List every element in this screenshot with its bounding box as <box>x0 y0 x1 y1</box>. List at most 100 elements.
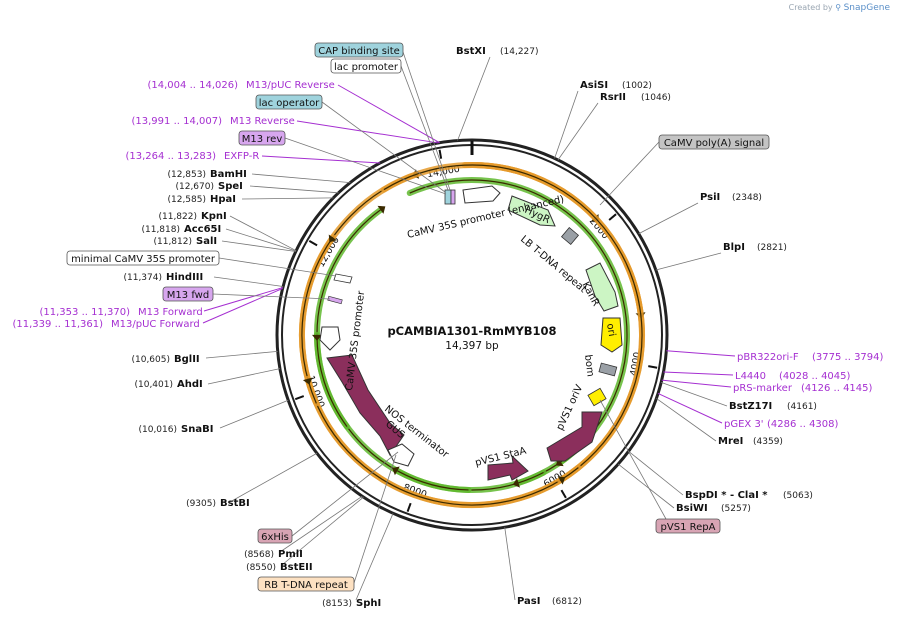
site-name: SnaBI <box>181 424 213 435</box>
site-name: BlpI <box>723 242 745 253</box>
site-label[interactable]: (8550)BstEII <box>246 562 313 573</box>
site-position: (1002) <box>622 81 652 91</box>
feature-box-bg <box>658 134 770 150</box>
site-label[interactable]: PsiI(2348) <box>700 192 762 203</box>
primer-label[interactable]: (14,004 .. 14,026)M13/pUC Reverse <box>148 80 335 91</box>
feature-arc-arrowhead <box>328 234 337 243</box>
site-leader-line <box>225 228 297 252</box>
site-label[interactable]: AsiSI (1002) <box>580 80 652 91</box>
ring-tick-mark <box>406 502 412 512</box>
site-position: (11,818) <box>141 225 180 235</box>
site-position: (10,016) <box>138 425 177 435</box>
feature-leader-line <box>400 65 449 191</box>
feature-leader-line <box>212 293 331 300</box>
site-leader-line <box>249 185 339 194</box>
site-label[interactable]: (11,818)Acc65I <box>141 224 221 235</box>
site-label[interactable]: (11,822)KpnI <box>158 211 226 222</box>
site-position: (4359) <box>753 437 783 447</box>
site-name: SpeI <box>218 181 243 192</box>
hygr-arrow <box>507 195 556 227</box>
feature-box[interactable]: CaMV poly(A) signal <box>658 134 770 150</box>
site-position: (5257) <box>721 504 751 514</box>
site-label[interactable]: (12,853)BamHI <box>167 169 246 180</box>
feature-box[interactable]: pVS1 RepA <box>655 518 721 534</box>
site-leader-line <box>221 240 296 252</box>
site-name: BamHI <box>210 169 247 180</box>
primer-label[interactable]: pGEX 3'(4286 .. 4308) <box>724 419 839 430</box>
site-label[interactable]: MreI (4359) <box>718 436 783 447</box>
site-position: (6812) <box>552 597 582 607</box>
m13-rev-block <box>450 189 456 205</box>
site-label[interactable]: (11,812)SalI <box>153 236 217 247</box>
plasmid-length: 14,397 bp <box>445 340 499 352</box>
site-label[interactable]: (8568)PmlI <box>244 549 303 560</box>
feature-box[interactable]: minimal CaMV 35S promoter <box>66 250 220 266</box>
site-position: (2821) <box>757 243 787 253</box>
site-label[interactable]: (9305)BstBI <box>186 498 250 509</box>
site-label[interactable]: BsiWI(5257) <box>676 503 751 514</box>
site-leader-line <box>504 527 516 601</box>
site-label[interactable]: BlpI (2821) <box>723 242 787 253</box>
site-position: (12,585) <box>167 195 206 205</box>
primer-label[interactable]: (13,991 .. 14,007)M13 Reverse <box>132 116 295 127</box>
primer-range: (11,339 .. 11,361) <box>13 319 104 330</box>
feature-box-bg <box>257 528 293 544</box>
site-name: KpnI <box>201 211 227 222</box>
ring-tick-mark <box>560 489 567 499</box>
primer-range: (4028 .. 4045) <box>779 371 851 382</box>
site-label[interactable]: (10,401)AhdI <box>134 379 202 390</box>
site-label[interactable]: (10,605) BglII <box>131 354 199 365</box>
camv35s-enhanced-arrow <box>462 185 501 204</box>
site-label[interactable]: (11,374)HindIII <box>123 272 203 283</box>
primer-name: pRS-marker <box>733 383 793 394</box>
site-name: BglII <box>174 354 200 365</box>
primer-label[interactable]: pRS-marker(4126 .. 4145) <box>733 383 873 394</box>
primer-leader-line <box>261 155 381 164</box>
feature-box-label: CaMV poly(A) signal <box>664 138 764 149</box>
site-label[interactable]: (8153)SphI <box>322 598 381 609</box>
feature-leader-line <box>599 399 667 520</box>
site-label[interactable]: BstXI(14,227) <box>456 46 539 57</box>
site-label[interactable]: BspDI * - ClaI *(5063) <box>685 490 813 501</box>
site-position: (11,374) <box>123 273 162 283</box>
site-label[interactable]: (12,670)SpeI <box>175 181 242 192</box>
site-label[interactable]: RsrII(1046) <box>600 92 671 103</box>
primer-label[interactable]: L4440(4028 .. 4045) <box>735 371 851 382</box>
site-name: BstZ17I <box>729 401 772 412</box>
feature-box[interactable]: 6xHis <box>257 528 293 544</box>
site-label[interactable]: PasI(6812) <box>517 596 582 607</box>
primer-label[interactable]: pBR322ori-F(3775 .. 3794) <box>737 352 884 363</box>
site-position: (10,605) <box>131 355 170 365</box>
feature-box[interactable]: lac operator <box>255 94 323 110</box>
ring-tick-mark <box>438 149 443 159</box>
feature-box[interactable]: M13 fwd <box>162 286 214 302</box>
site-position: (5063) <box>783 491 813 501</box>
site-label[interactable]: BstZ17I(4161) <box>729 401 817 412</box>
site-name: BstXI <box>456 46 486 57</box>
feature-box-bg <box>238 130 286 146</box>
ori-label: ori <box>604 323 617 338</box>
camv35s-arrow <box>319 326 341 351</box>
primer-label[interactable]: (13,264 .. 13,283)EXFP-R <box>126 151 260 162</box>
feature-box[interactable]: lac promoter <box>330 58 402 74</box>
site-position: (2348) <box>732 193 762 203</box>
primer-label[interactable]: (11,339 .. 11,361)M13/pUC Forward <box>13 319 200 330</box>
feature-box[interactable]: RB T-DNA repeat <box>257 576 355 592</box>
primer-leader-line <box>661 379 732 388</box>
primer-label[interactable]: (11,353 .. 11,370)M13 Forward <box>40 307 203 318</box>
lb-repeat-block <box>560 226 580 246</box>
feature-box[interactable]: M13 rev <box>238 130 286 146</box>
site-name: MreI <box>718 436 743 447</box>
feature-leader-line <box>291 451 399 537</box>
site-label[interactable]: (10,016) SnaBI <box>138 424 213 435</box>
ori-arrow <box>600 317 623 353</box>
pvs1-oriv-label: pVS1 oriV <box>555 383 586 432</box>
feature-box-bg <box>257 576 355 592</box>
feature-box[interactable]: CAP binding site <box>314 42 404 58</box>
primer-leader-line <box>203 287 284 312</box>
primer-name: M13 Reverse <box>230 116 295 127</box>
snapgene-logo-icon: ⚲ <box>835 3 842 12</box>
site-name: AsiSI <box>580 80 608 91</box>
site-label[interactable]: (12,585)HpaI <box>167 194 236 205</box>
feature-leader-line <box>218 257 337 277</box>
